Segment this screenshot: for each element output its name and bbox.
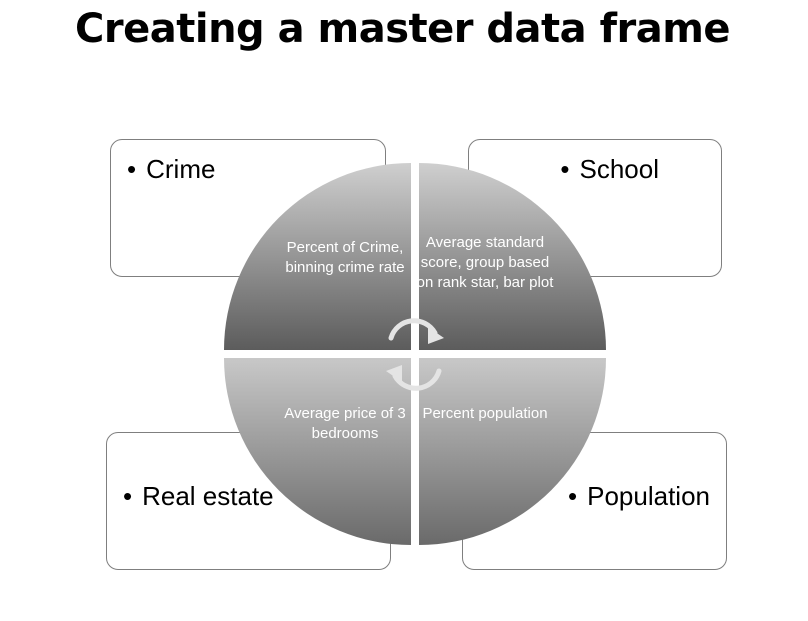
cycle-arrows-icon bbox=[388, 318, 442, 391]
quadrant-bottom-left bbox=[224, 358, 411, 545]
quadrant-top-left-text: Percent of Crime, binning crime rate bbox=[285, 239, 405, 276]
school-label: • School bbox=[560, 154, 659, 185]
quadrant-top-right bbox=[419, 163, 606, 350]
real-estate-label: • Real estate bbox=[123, 481, 274, 512]
quadrant-top-right-text: Average standard score, group based on r… bbox=[416, 234, 554, 291]
population-label-text: Population bbox=[587, 481, 710, 511]
quadrant-bottom-right-text: Percent population bbox=[422, 405, 548, 422]
arrow-head-icon bbox=[428, 327, 444, 344]
real-estate-label-text: Real estate bbox=[142, 481, 274, 511]
bullet-icon: • bbox=[568, 481, 578, 511]
bullet-icon: • bbox=[560, 154, 570, 184]
bullet-icon: • bbox=[127, 154, 137, 184]
crime-label: • Crime bbox=[127, 154, 215, 185]
school-label-text: School bbox=[579, 154, 660, 184]
slide-title: Creating a master data frame bbox=[75, 6, 730, 52]
arrow-head-icon bbox=[386, 365, 402, 382]
bullet-icon: • bbox=[123, 481, 133, 511]
quadrant-bottom-left-text: Average price of 3 bedrooms bbox=[284, 405, 406, 442]
quadrant-top-left bbox=[224, 163, 411, 350]
crime-label-text: Crime bbox=[146, 154, 216, 184]
population-label: • Population bbox=[568, 481, 710, 512]
quadrant-bottom-right bbox=[419, 358, 606, 545]
